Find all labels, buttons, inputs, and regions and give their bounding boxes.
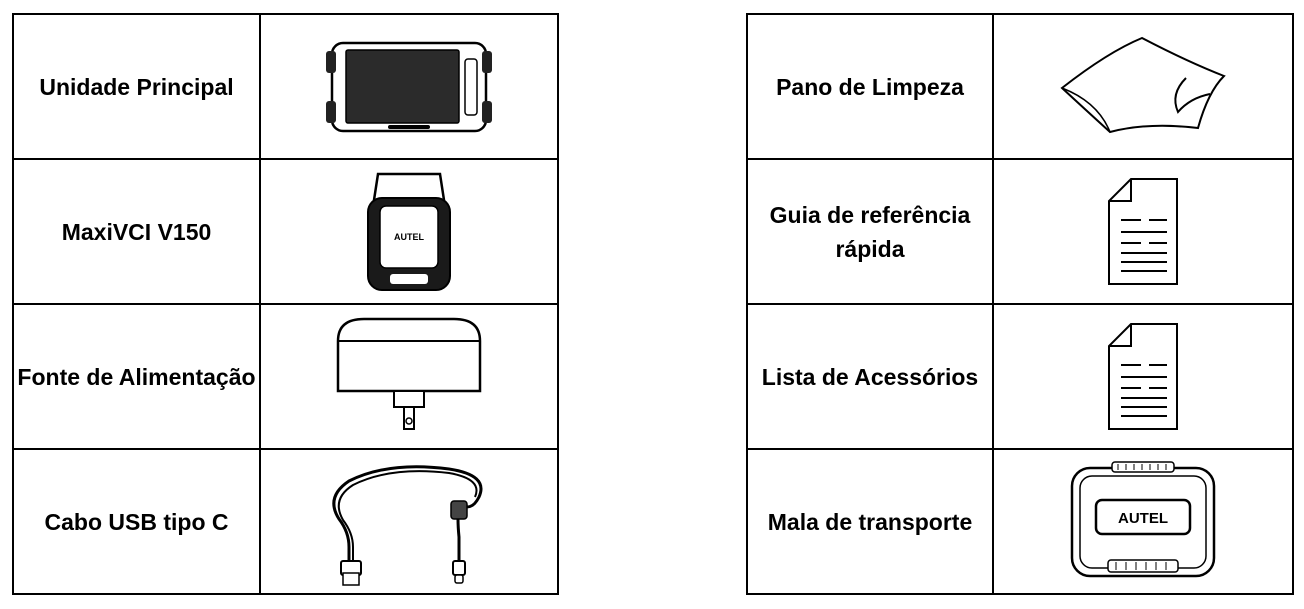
- item-label: Cabo USB tipo C: [12, 448, 261, 595]
- item-label: Lista de Acessórios: [746, 303, 994, 450]
- table-row: Cabo USB tipo C: [12, 448, 559, 595]
- table-row: Pano de Limpeza: [746, 13, 1294, 160]
- svg-text:AUTEL: AUTEL: [1118, 510, 1168, 527]
- table-row: Guia de referência rápida: [746, 158, 1294, 305]
- cleaning-cloth-icon: [1060, 36, 1226, 133]
- accessories-table-right: Pano de Limpeza Guia de referência rápid…: [746, 13, 1294, 595]
- item-label: Pano de Limpeza: [746, 13, 994, 160]
- svg-text:AUTEL: AUTEL: [394, 232, 424, 242]
- item-label: MaxiVCI V150: [12, 158, 261, 305]
- table-row: MaxiVCI V150 AUTEL: [12, 158, 559, 305]
- item-image: [992, 158, 1294, 305]
- item-label: Fonte de Alimentação: [12, 303, 261, 450]
- item-image: AUTEL: [992, 448, 1294, 595]
- usb-cable-icon: [332, 464, 483, 586]
- carrying-case-icon: AUTEL: [1070, 460, 1216, 577]
- power-adapter-icon: [336, 317, 482, 430]
- accessories-table-left: Unidade Principal MaxiVCI V150 AUTEL: [12, 13, 559, 595]
- item-label: Guia de referência rápida: [746, 158, 994, 305]
- table-row: Lista de Acessórios: [746, 303, 1294, 450]
- item-image: [259, 13, 559, 160]
- table-row: Mala de transporte AUTEL: [746, 448, 1294, 595]
- item-image: [259, 303, 559, 450]
- item-image: [259, 448, 559, 595]
- tablet-icon: [326, 41, 492, 132]
- document-icon: [1108, 322, 1178, 430]
- item-image: [992, 303, 1294, 450]
- table-row: Fonte de Alimentação: [12, 303, 559, 450]
- item-image: [992, 13, 1294, 160]
- item-image: AUTEL: [259, 158, 559, 305]
- document-icon: [1108, 177, 1178, 285]
- item-label: Unidade Principal: [12, 13, 261, 160]
- item-label: Mala de transporte: [746, 448, 994, 595]
- vci-dongle-icon: AUTEL: [367, 172, 451, 291]
- table-row: Unidade Principal: [12, 13, 559, 160]
